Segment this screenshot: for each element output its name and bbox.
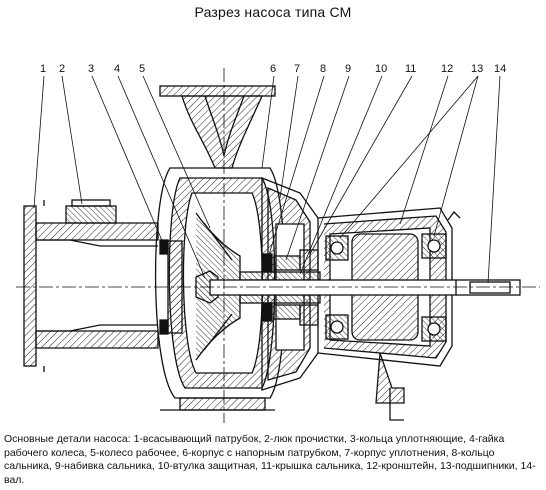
discharge-nozzle [159, 85, 276, 169]
protective-sleeve [239, 271, 321, 281]
part-number-14: 14 [494, 63, 506, 75]
leader-lines [33, 75, 501, 284]
gland-packing [273, 304, 301, 320]
protective-sleeve [239, 294, 321, 304]
part-number-7: 7 [294, 63, 300, 75]
grease-fitting [447, 211, 461, 221]
pump-cross-section-drawing: 1 2 3 4 5 6 7 8 9 10 11 12 13 14 [16, 63, 540, 423]
diagram-title: Разрез насоса типа СМ [194, 4, 352, 20]
part-number-6: 6 [270, 63, 276, 75]
gland-cover [299, 304, 319, 326]
suction-nozzle [23, 200, 159, 372]
gland-ring [261, 302, 273, 322]
part-number-4: 4 [114, 63, 120, 75]
shaft [209, 279, 521, 296]
part-number-9: 9 [345, 63, 351, 75]
bearing [421, 233, 447, 342]
parts-legend-caption: Основные детали насоса: 1-всасывающий па… [4, 433, 536, 486]
part-number-labels: 1 2 3 4 5 6 7 8 9 10 11 12 13 14 [40, 63, 506, 75]
part-number-12: 12 [441, 63, 453, 75]
part-number-10: 10 [375, 63, 387, 75]
part-number-2: 2 [59, 63, 65, 75]
part-number-3: 3 [88, 63, 94, 75]
part-number-8: 8 [320, 63, 326, 75]
bearing [325, 235, 349, 340]
sealing-ring [159, 239, 169, 255]
part-number-13: 13 [471, 63, 483, 75]
part-number-11: 11 [405, 63, 416, 75]
gland-cover [299, 249, 319, 271]
gland-ring [261, 253, 273, 273]
part-number-1: 1 [40, 63, 46, 75]
cleaning-hatch [65, 199, 117, 224]
part-number-5: 5 [139, 63, 145, 75]
sealing-ring [159, 319, 169, 335]
